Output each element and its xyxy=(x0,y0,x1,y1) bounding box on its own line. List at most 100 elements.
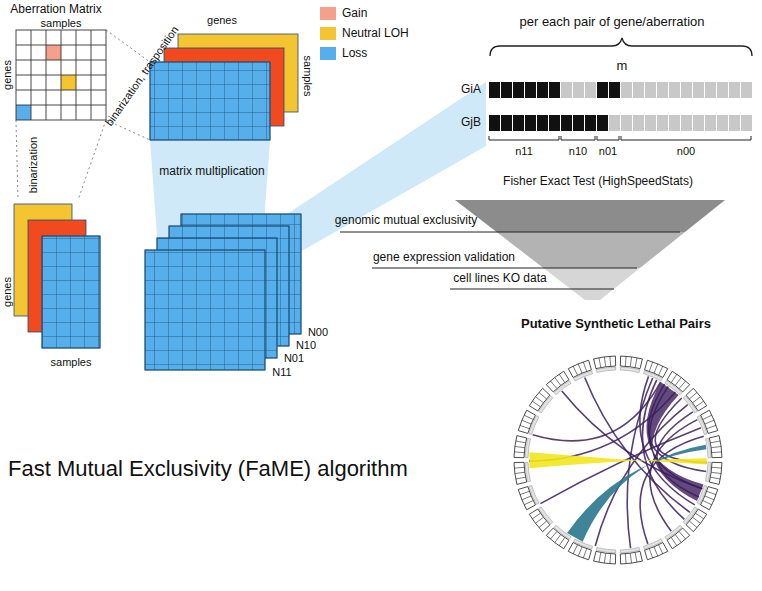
chromosome-arc xyxy=(709,462,722,484)
label: binarization xyxy=(27,137,40,193)
label: n10 xyxy=(569,145,587,158)
vector-cell xyxy=(645,115,656,131)
band-tick xyxy=(659,366,663,375)
vector-cell xyxy=(669,115,680,131)
chromosome-arc xyxy=(594,356,616,369)
circos-group xyxy=(514,356,722,564)
band-tick xyxy=(679,381,685,389)
chromosome-band xyxy=(596,367,616,372)
vector-cell xyxy=(501,115,512,131)
band-tick xyxy=(524,415,533,419)
pair-link xyxy=(627,378,652,548)
vector-cell xyxy=(633,115,644,131)
legend-row: Gain xyxy=(320,6,367,20)
label: Aberration Matrix xyxy=(10,3,101,17)
label: samples xyxy=(302,56,315,97)
band-tick xyxy=(515,446,525,447)
band-tick xyxy=(710,441,720,443)
band-tick xyxy=(630,553,631,563)
band-tick xyxy=(703,415,712,419)
vector-cell xyxy=(537,115,548,131)
vector-cell xyxy=(561,82,572,98)
label: cell lines KO data xyxy=(453,272,546,286)
chromosome-arc xyxy=(709,436,722,458)
vector-cell xyxy=(489,82,500,98)
vector-cell xyxy=(525,82,536,98)
chromosome-arc xyxy=(529,388,550,411)
vector-cell xyxy=(621,82,632,98)
vector-cell xyxy=(693,82,704,98)
vector-cell xyxy=(549,82,560,98)
vector-cell xyxy=(741,115,752,131)
band-tick xyxy=(514,451,524,453)
label: matrix multiplication xyxy=(159,165,264,179)
vector-cell xyxy=(729,115,740,131)
band-tick xyxy=(635,552,637,562)
band-tick xyxy=(675,535,681,543)
band-tick xyxy=(535,517,543,523)
count-brackets xyxy=(489,136,751,140)
legend-row: Loss xyxy=(320,46,367,60)
legend-row: Neutral LOH xyxy=(320,26,409,40)
chromosome-arc xyxy=(546,371,569,392)
label: N10 xyxy=(296,339,316,352)
band-tick xyxy=(524,501,533,505)
band-tick xyxy=(583,362,586,371)
label: genes xyxy=(207,14,237,27)
vector-cell xyxy=(597,82,608,98)
guide-lines xyxy=(16,30,150,200)
chromosome-band xyxy=(620,547,640,552)
chromosome-band xyxy=(705,438,710,458)
vector-cell xyxy=(513,82,524,98)
label: n00 xyxy=(677,145,695,158)
band-tick xyxy=(539,392,547,398)
band-tick xyxy=(522,420,531,424)
band-tick xyxy=(522,496,531,500)
vector-cell xyxy=(561,115,572,131)
vector-cell xyxy=(729,82,740,98)
band-tick xyxy=(515,472,525,473)
vector-cell xyxy=(645,82,656,98)
chromosome-arc xyxy=(514,436,527,458)
label: GjB xyxy=(461,116,481,130)
label: n11 xyxy=(515,145,533,158)
vector-cell xyxy=(705,115,716,131)
band-tick xyxy=(712,451,722,453)
band-tick xyxy=(550,381,556,389)
band-tick xyxy=(625,356,627,366)
band-tick xyxy=(604,553,605,563)
label: Fisher Exact Test (HighSpeedStats) xyxy=(503,175,693,189)
vector-cell xyxy=(717,82,728,98)
chromosome-arc xyxy=(620,551,642,564)
label: GiA xyxy=(461,83,481,97)
label: genes xyxy=(1,60,14,90)
pair-link xyxy=(533,382,661,441)
pair-ribbon xyxy=(567,445,706,542)
band-tick xyxy=(705,496,714,500)
band-tick xyxy=(573,366,577,375)
legend-text: Loss xyxy=(342,46,367,60)
chromosome-arc xyxy=(546,528,569,549)
label: N11 xyxy=(272,366,291,379)
vector-cell xyxy=(537,82,548,98)
band-tick xyxy=(675,377,681,385)
legend-swatch xyxy=(320,7,336,20)
vector-cell xyxy=(585,115,596,131)
band-tick xyxy=(705,420,714,424)
label: m xyxy=(617,59,628,74)
vector-cell xyxy=(573,115,584,131)
band-tick xyxy=(559,537,565,545)
vector-cell xyxy=(717,115,728,131)
chromosome-band xyxy=(705,462,710,482)
vector-cell xyxy=(621,115,632,131)
band-tick xyxy=(654,547,658,556)
band-tick xyxy=(559,374,565,382)
chromosome-arc xyxy=(620,356,642,369)
vector-cell xyxy=(741,82,752,98)
band-tick xyxy=(520,491,529,494)
band-tick xyxy=(649,362,652,371)
band-tick xyxy=(599,358,601,368)
band-tick xyxy=(693,517,701,523)
band-tick xyxy=(671,374,677,382)
